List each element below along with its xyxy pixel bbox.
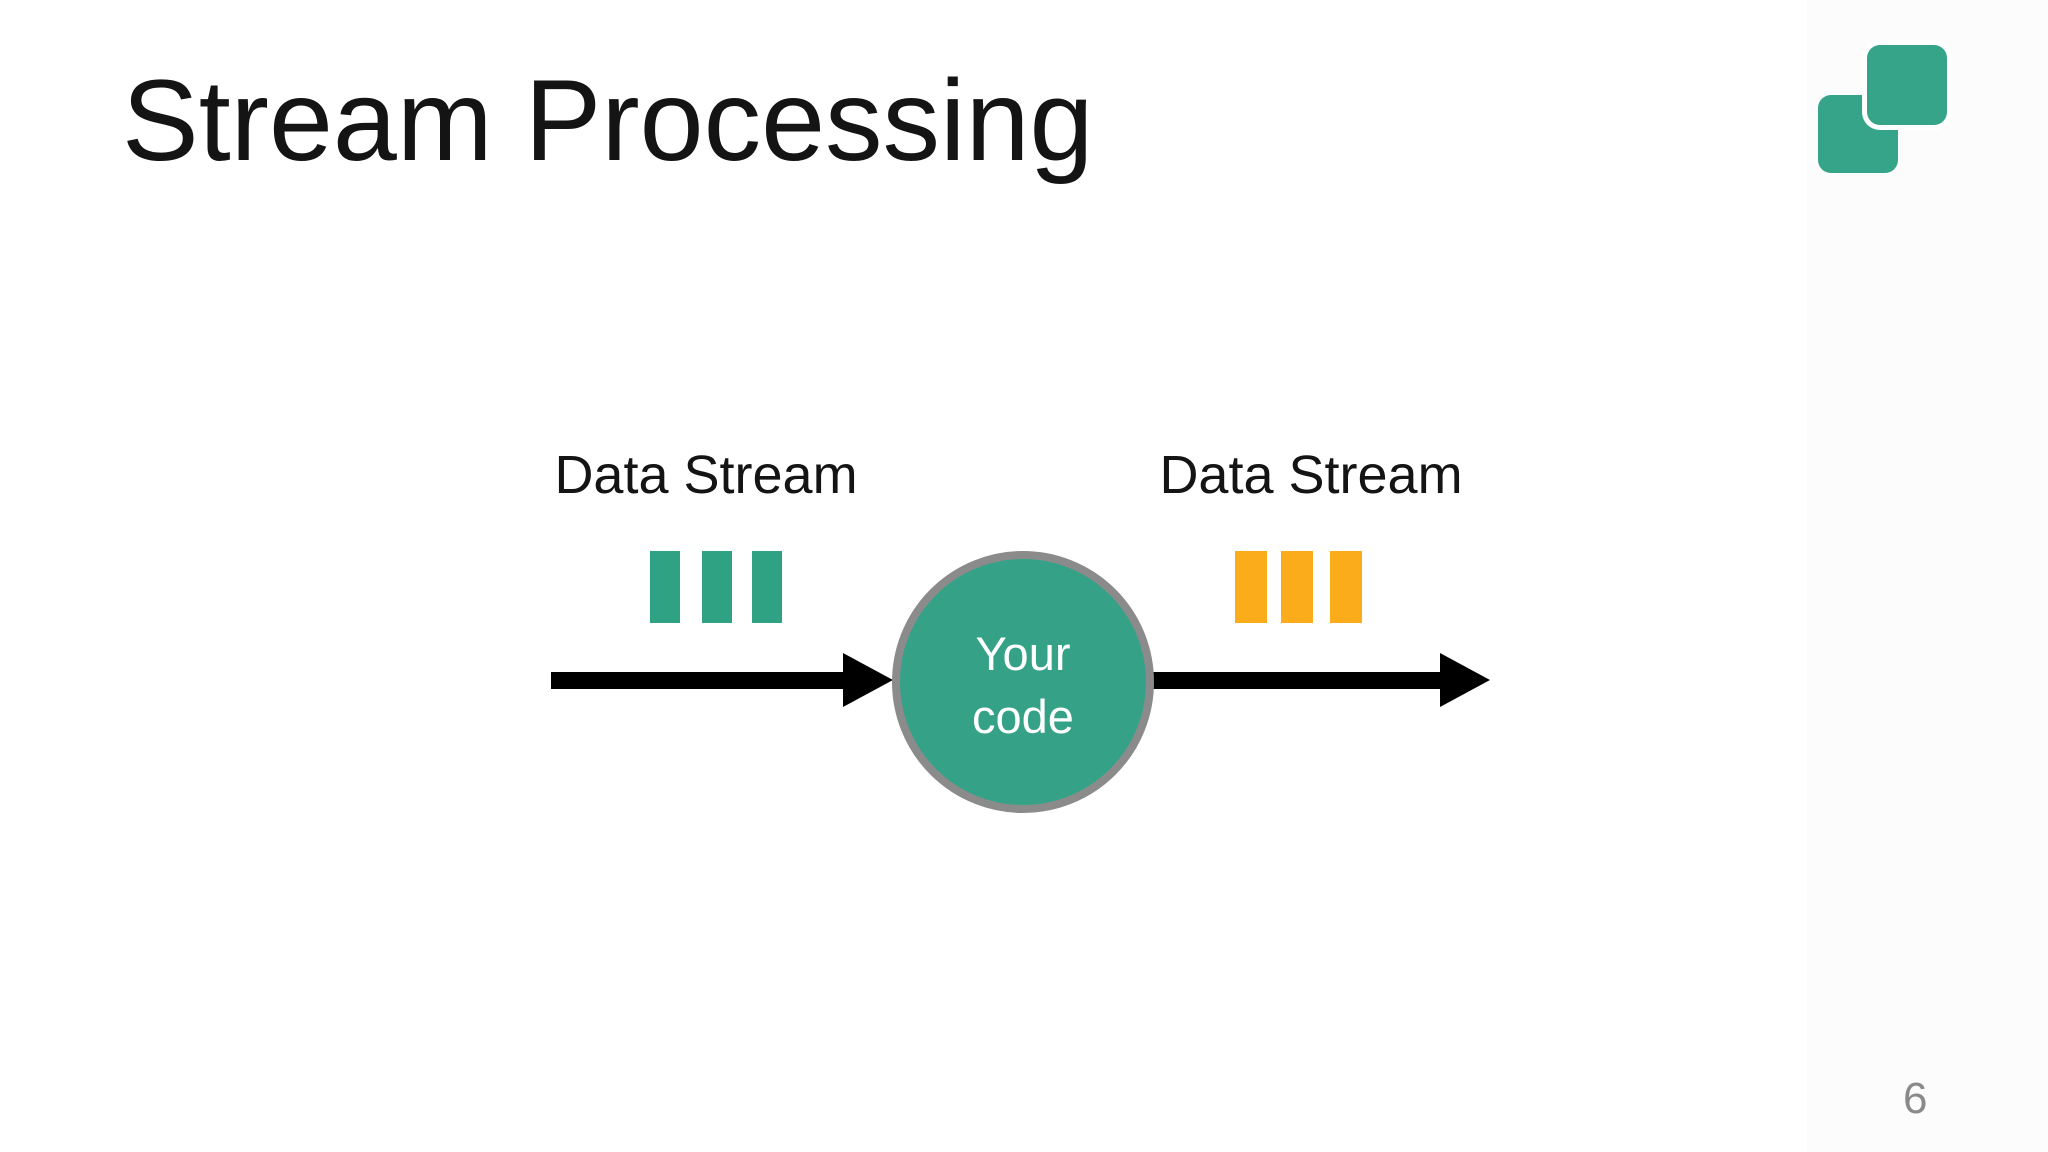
your-code-node-label: Your code — [972, 627, 1074, 743]
input-arrow-shaft — [551, 672, 847, 689]
output-stream-bar — [1281, 551, 1313, 623]
input-arrow-head-icon — [843, 653, 893, 707]
input-data-stream-label: Data Stream — [554, 445, 858, 505]
output-data-stream-label: Data Stream — [1159, 445, 1463, 505]
input-stream-bar — [752, 551, 782, 623]
output-stream-bar — [1235, 551, 1267, 623]
output-arrow-shaft — [1152, 672, 1442, 689]
presentation-logo — [1810, 38, 1955, 180]
slide-title: Stream Processing — [122, 57, 1094, 185]
input-stream-bar — [650, 551, 680, 623]
logo-square-front-icon — [1867, 45, 1947, 125]
page-number: 6 — [1903, 1074, 1928, 1123]
input-stream-bar — [702, 551, 732, 623]
output-stream-bar — [1330, 551, 1362, 623]
output-arrow-head-icon — [1440, 653, 1490, 707]
your-code-node: Your code — [892, 551, 1154, 813]
slide-right-margin — [1807, 0, 2048, 1152]
